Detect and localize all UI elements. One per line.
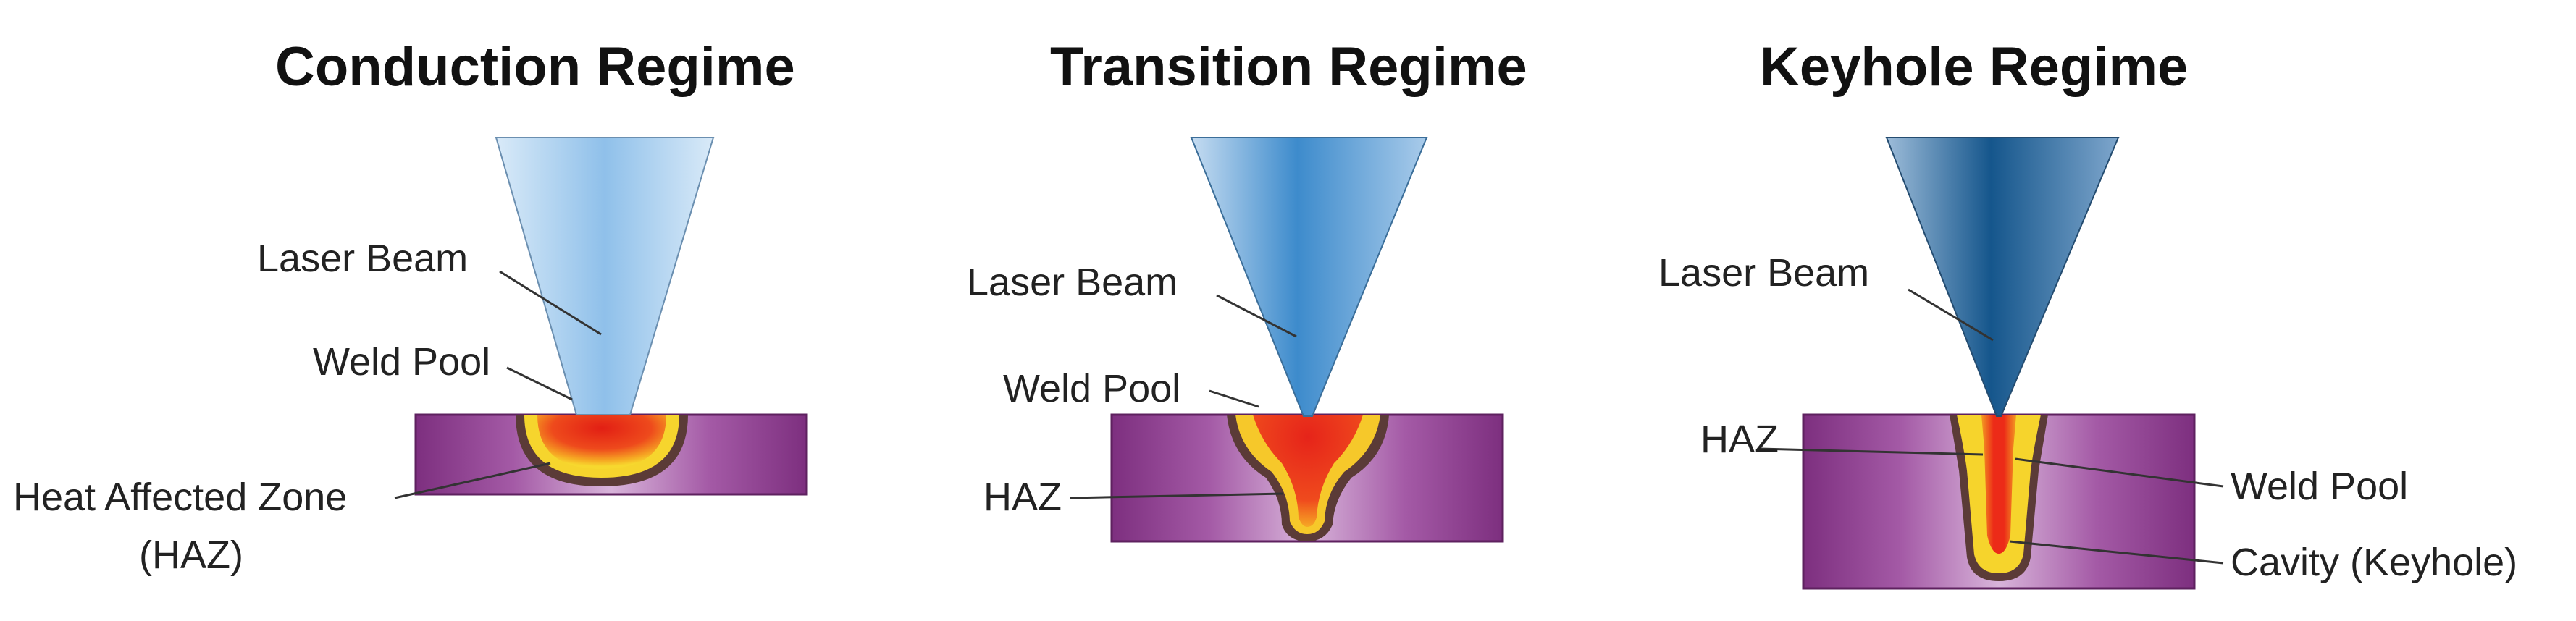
panel-transition: Transition Regime Laser Beam Weld Pool H…	[967, 36, 1527, 543]
haz-leader	[394, 462, 551, 499]
transition-title: Transition Regime	[1050, 36, 1527, 98]
weld-pool-leader	[2015, 457, 2224, 488]
keyhole-cavity	[1981, 415, 2016, 554]
haz-label-line2: (HAZ)	[139, 533, 243, 577]
laser-beam	[1190, 137, 1428, 417]
laser-beam-label: Laser Beam	[967, 261, 1178, 304]
haz-label: HAZ	[983, 476, 1062, 519]
cavity-leader	[2009, 540, 2224, 565]
weld-pool	[1253, 415, 1363, 527]
laser-beam	[1885, 137, 2120, 417]
weld-pool-label: Weld Pool	[313, 340, 490, 384]
weld-pool-label: Weld Pool	[1003, 367, 1180, 410]
laser-beam-leader	[499, 270, 602, 336]
keyhole-title: Keyhole Regime	[1760, 36, 2188, 98]
laser-beam-leader	[1908, 288, 1994, 342]
haz-label: HAZ	[1700, 418, 1779, 461]
laser-beam-label: Laser Beam	[1658, 251, 1869, 295]
panel-keyhole: Keyhole Regime Laser Beam HAZ Weld Pool …	[1658, 36, 2517, 590]
weld-pool-leader	[1209, 389, 1259, 408]
conduction-title: Conduction Regime	[275, 36, 795, 98]
panel-conduction: Conduction Regime Laser Beam Weld Pool H…	[13, 36, 808, 577]
weld-pool	[537, 415, 666, 469]
laser-beam	[495, 137, 715, 415]
cavity-label: Cavity (Keyhole)	[2231, 541, 2517, 584]
laser-beam-leader	[1216, 294, 1297, 338]
weld-pool-label: Weld Pool	[2231, 465, 2408, 508]
laser-beam-label: Laser Beam	[257, 237, 468, 280]
haz-leader	[1070, 492, 1284, 499]
haz-label-line1: Heat Affected Zone	[13, 476, 347, 519]
weld-pool-leader	[506, 366, 573, 401]
haz-leader	[1759, 447, 1984, 456]
